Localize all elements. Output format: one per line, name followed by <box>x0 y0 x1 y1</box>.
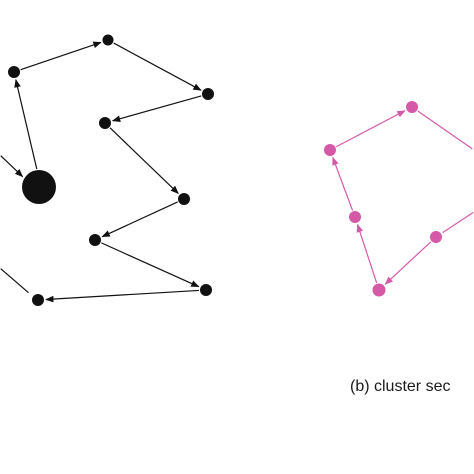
left-node-7 <box>89 234 101 246</box>
right-node-5 <box>372 283 386 297</box>
left-edge-9 <box>0 155 24 178</box>
right-node-3 <box>349 211 361 223</box>
right-edge-6 <box>442 212 474 234</box>
right-edge-5 <box>384 241 432 285</box>
right-node-4 <box>430 231 442 243</box>
left-node-3 <box>202 88 214 100</box>
left-edge-5 <box>101 201 178 238</box>
right-edge-1 <box>335 110 406 148</box>
left-edge-10 <box>0 268 29 294</box>
left-node-1 <box>102 34 114 46</box>
right-graph-edges <box>332 110 474 285</box>
left-edge-3 <box>111 95 202 123</box>
left-edge-7 <box>45 289 200 303</box>
left-graph-edges <box>0 41 202 303</box>
right-edge-3 <box>332 156 354 211</box>
right-graph-nodes <box>324 101 442 297</box>
left-edge-6 <box>101 242 200 288</box>
left-node-5 <box>22 170 56 204</box>
left-edge-1 <box>20 41 102 71</box>
left-edge-4 <box>109 127 179 195</box>
subfigure-caption: (b) cluster sec <box>350 378 451 395</box>
left-edge-2 <box>113 42 202 91</box>
right-edge-4 <box>356 223 378 284</box>
left-node-9 <box>32 294 44 306</box>
right-node-1 <box>406 101 418 113</box>
right-edge-2 <box>417 110 473 150</box>
left-node-6 <box>178 193 190 205</box>
left-node-8 <box>200 284 212 296</box>
left-node-4 <box>99 117 111 129</box>
left-graph-nodes <box>8 34 214 306</box>
left-node-2 <box>8 66 20 78</box>
left-edge-8 <box>14 78 38 170</box>
right-node-2 <box>324 144 336 156</box>
